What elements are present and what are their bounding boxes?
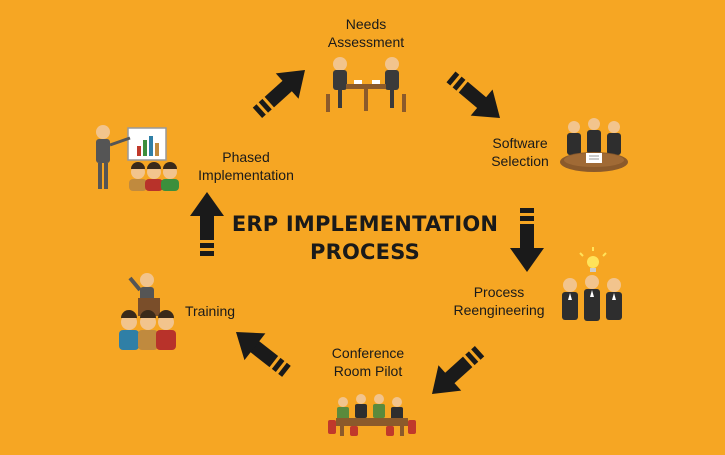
step-label-conference-room-pilot: Conference Room Pilot	[331, 345, 405, 379]
step-label-phased-implementation: Phased Implementation	[198, 149, 294, 183]
round-table-team-icon	[560, 118, 628, 172]
meeting-two-people-icon	[326, 57, 406, 112]
conference-table-icon	[328, 394, 416, 436]
diagram-title: ERP IMPLEMENTATION PROCESS	[200, 210, 530, 266]
step-label-process-reengineering: Process Reengineering	[453, 284, 545, 318]
diagram-title-line1: ERP IMPLEMENTATION	[231, 212, 499, 236]
step-label-software-selection: Software Selection	[491, 135, 549, 169]
step-label-needs-assessment: Needs Assessment	[327, 16, 405, 50]
presenter-chart-icon	[96, 125, 179, 191]
team-idea-lightbulb-icon	[562, 247, 622, 321]
step-label-training: Training	[184, 303, 236, 319]
lecturer-audience-icon	[119, 273, 176, 350]
diagram-title-line2: PROCESS	[310, 240, 420, 264]
